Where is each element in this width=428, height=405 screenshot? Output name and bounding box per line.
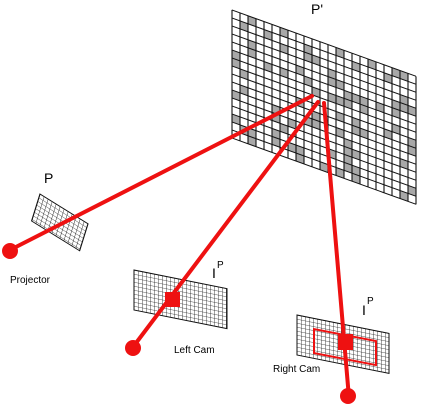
pattern-cell (336, 127, 344, 139)
right-image-superscript: P (367, 296, 374, 307)
pattern-cell (408, 137, 416, 149)
screen-label: P' (311, 1, 324, 17)
projector-plane-label: P (44, 170, 54, 186)
pattern-cell (264, 61, 272, 73)
ray-screen-to-left-cam (131, 100, 320, 349)
pattern-cell (408, 145, 416, 157)
pattern-cell (376, 101, 384, 113)
pattern-cell (344, 146, 352, 158)
pattern-cell (384, 72, 392, 84)
pattern-cell (280, 43, 288, 55)
pattern-cell (272, 128, 280, 140)
pattern-cell (392, 123, 400, 135)
pattern-cell (344, 98, 352, 110)
pattern-cell (320, 161, 328, 173)
pattern-cell (248, 39, 256, 51)
pattern-cell (360, 128, 368, 139)
pattern-cell (304, 75, 312, 87)
pattern-cell (328, 76, 336, 88)
pattern-cell (336, 79, 344, 91)
projector-center-dot (2, 243, 18, 259)
pattern-cell (352, 173, 360, 185)
pattern-cell (336, 111, 344, 123)
pattern-cell (296, 153, 304, 164)
left-match-square (165, 292, 180, 307)
pattern-cell (248, 135, 256, 147)
pattern-cell (352, 117, 360, 129)
pattern-cell (368, 58, 376, 70)
pattern-cell (384, 128, 392, 140)
ray-projector-to-screen (8, 94, 314, 252)
pattern-cell (400, 70, 408, 82)
pattern-cell (344, 90, 352, 102)
pattern-cell (232, 58, 240, 69)
pattern-cell (360, 96, 368, 107)
pattern-cell (360, 104, 368, 115)
pattern-cell (232, 114, 240, 125)
pattern-cell (296, 65, 304, 76)
pattern-cell (400, 94, 408, 106)
left-cam-center-dot (125, 340, 141, 356)
pattern-cell (336, 47, 344, 59)
pattern-cell (232, 90, 240, 101)
left-cam-label: Left Cam (174, 345, 215, 356)
pattern-cell (352, 149, 360, 161)
pattern-cell (352, 93, 360, 105)
pattern-cell (248, 15, 256, 27)
pattern-cell (296, 145, 304, 156)
pattern-cell (400, 102, 408, 114)
pattern-cell (288, 142, 296, 154)
pattern-cell (352, 125, 360, 137)
pattern-cell (352, 61, 360, 73)
pattern-cell (288, 118, 296, 130)
pattern-cell (272, 136, 280, 148)
pattern-cell (392, 107, 400, 119)
pattern-cell (408, 105, 416, 117)
right-cam-center-dot (340, 388, 356, 404)
projector-label: Projector (10, 275, 51, 286)
left-image-superscript: P (217, 260, 224, 271)
pattern-cell (312, 86, 320, 98)
pattern-cell (240, 84, 248, 96)
pattern-cell (392, 99, 400, 111)
pattern-cell (312, 110, 320, 122)
pattern-cell (344, 162, 352, 174)
pattern-cell (352, 165, 360, 177)
pattern-cell (240, 20, 248, 32)
pattern-cell (240, 68, 248, 80)
screen-grid-lines (231, 9, 417, 205)
pattern-cell (304, 43, 312, 55)
pattern-cell (392, 67, 400, 79)
pattern-cell (336, 167, 344, 179)
pattern-cell (304, 51, 312, 63)
pattern-cell (328, 92, 336, 104)
left-image-label: I (212, 265, 216, 281)
right-match-square (338, 334, 353, 350)
pattern-cell (232, 50, 240, 61)
pattern-cell (344, 154, 352, 166)
pattern-cell (400, 190, 408, 202)
pattern-cell (280, 27, 288, 39)
pattern-cell (400, 158, 408, 170)
pattern-cell (280, 67, 288, 79)
pattern-cell (336, 95, 344, 107)
pattern-cell (248, 47, 256, 59)
pattern-cell (328, 68, 336, 80)
right-cam-label: Right Cam (273, 364, 321, 375)
pattern-cell (312, 118, 320, 130)
right-image-label: I (362, 302, 366, 318)
pattern-cell (248, 127, 256, 139)
pattern-cell (408, 185, 416, 197)
pattern-cell (264, 29, 272, 41)
pattern-cell (344, 138, 352, 150)
pattern-cell (280, 123, 288, 135)
pattern-cell (312, 54, 320, 66)
